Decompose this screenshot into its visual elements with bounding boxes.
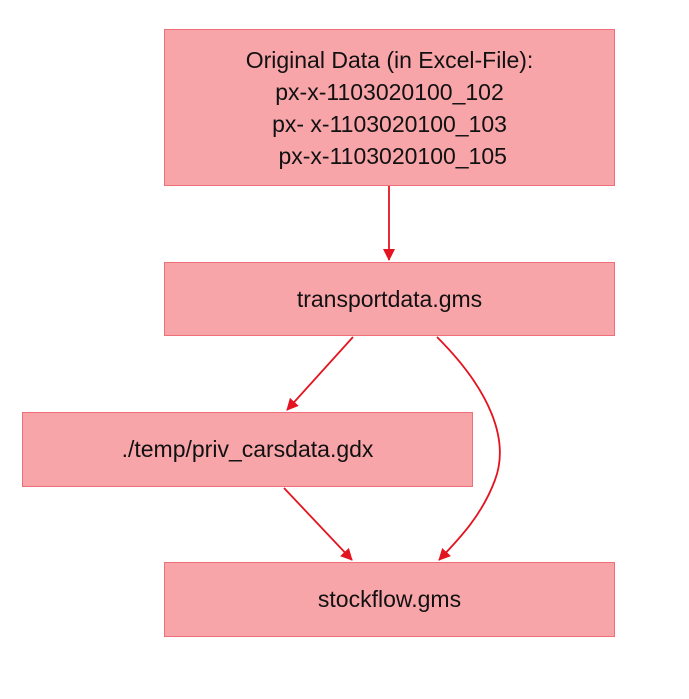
node-transportdata-label: transportdata.gms — [296, 285, 483, 312]
node-original-line-4: px-x-1103020100_105 — [272, 142, 507, 169]
node-stockflow-label: stockflow.gms — [317, 586, 462, 612]
node-stockflow: stockflow.gms — [164, 562, 615, 637]
node-original-line-3: px- x-1103020100_103 — [272, 110, 507, 137]
node-priv-carsdata: ./temp/priv_carsdata.gdx — [22, 412, 473, 487]
edge-transport-to-temp — [286, 336, 354, 411]
node-priv-carsdata-label: ./temp/priv_carsdata.gdx — [121, 436, 374, 462]
node-transportdata: transportdata.gms — [164, 262, 615, 336]
edge-temp-to-stockflow — [283, 487, 353, 561]
node-original-line-2: px-x-1103020100_102 — [275, 78, 504, 105]
node-original-line-1: Original Data (in Excel-File): — [245, 46, 534, 73]
node-original-data: Original Data (in Excel-File): px-x-1103… — [164, 29, 615, 186]
